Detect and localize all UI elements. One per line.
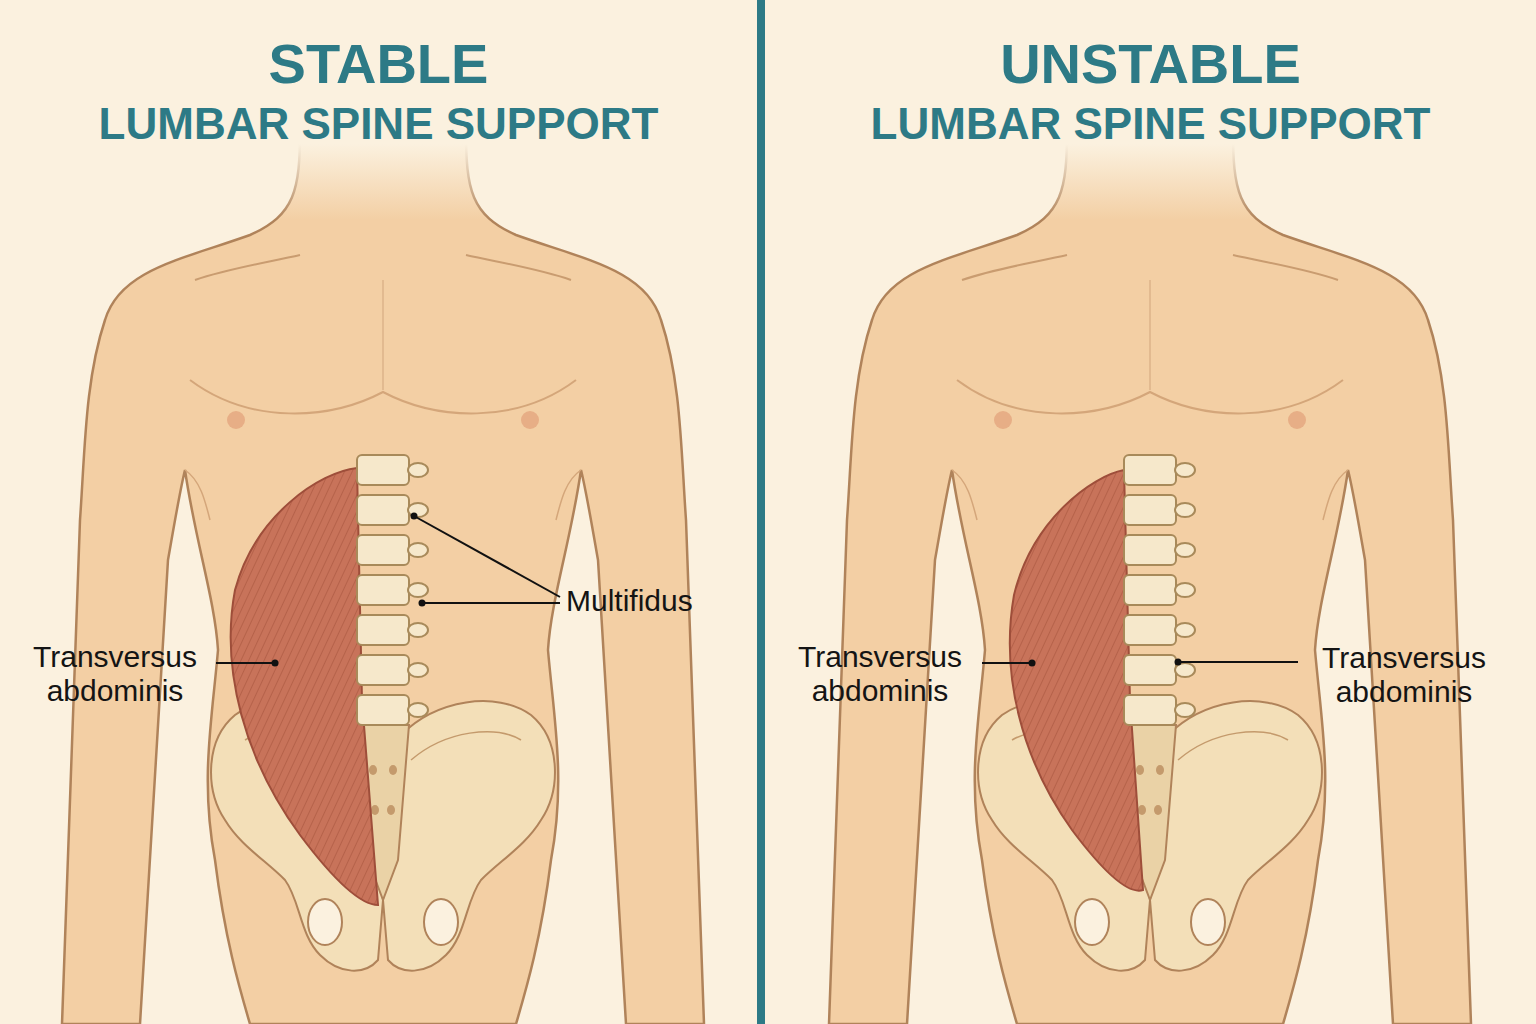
label-box: Transversus abdominis: [782, 640, 978, 708]
leader-line: [1178, 661, 1298, 663]
panel-band: STABLE LUMBAR SPINE SUPPORT: [0, 0, 757, 1024]
leader-dot: [1029, 660, 1036, 667]
muscle-layer: [231, 468, 378, 905]
part-label: Multifidus: [566, 584, 736, 618]
leader-line: [982, 662, 1032, 664]
torso-figure: [62, 130, 704, 1024]
panel-band: UNSTABLE LUMBAR SPINE SUPPORT: [765, 0, 1536, 1024]
part-label: Transversus abdominis: [1304, 641, 1504, 709]
leader-dot: [1175, 659, 1182, 666]
leader-line: [422, 602, 560, 604]
panel-divider: [757, 0, 765, 1024]
leader-dot: [419, 600, 426, 607]
leader-line: [216, 662, 275, 664]
leader-dots: [272, 513, 1182, 667]
leader-dot: [411, 513, 418, 520]
leader-lines: [216, 516, 1298, 663]
lumbar-spine: [1124, 455, 1195, 725]
label-box: Transversus abdominis: [18, 640, 212, 708]
panel-subheading: LUMBAR SPINE SUPPORT: [871, 100, 1431, 148]
torso-figure: [829, 130, 1471, 1024]
panel-heading: UNSTABLE: [1000, 36, 1301, 92]
label-box: Multifidus: [566, 584, 736, 618]
part-label: Transversus abdominis: [782, 640, 978, 708]
leader-line: [414, 516, 560, 597]
lumbar-spine: [357, 455, 428, 725]
panel-subheading: LUMBAR SPINE SUPPORT: [99, 100, 659, 148]
leader-dot: [272, 660, 279, 667]
neck-fade: [0, 125, 1536, 220]
label-box: Transversus abdominis: [1304, 641, 1504, 709]
panel-heading: STABLE: [269, 36, 489, 92]
part-label: Transversus abdominis: [18, 640, 212, 708]
